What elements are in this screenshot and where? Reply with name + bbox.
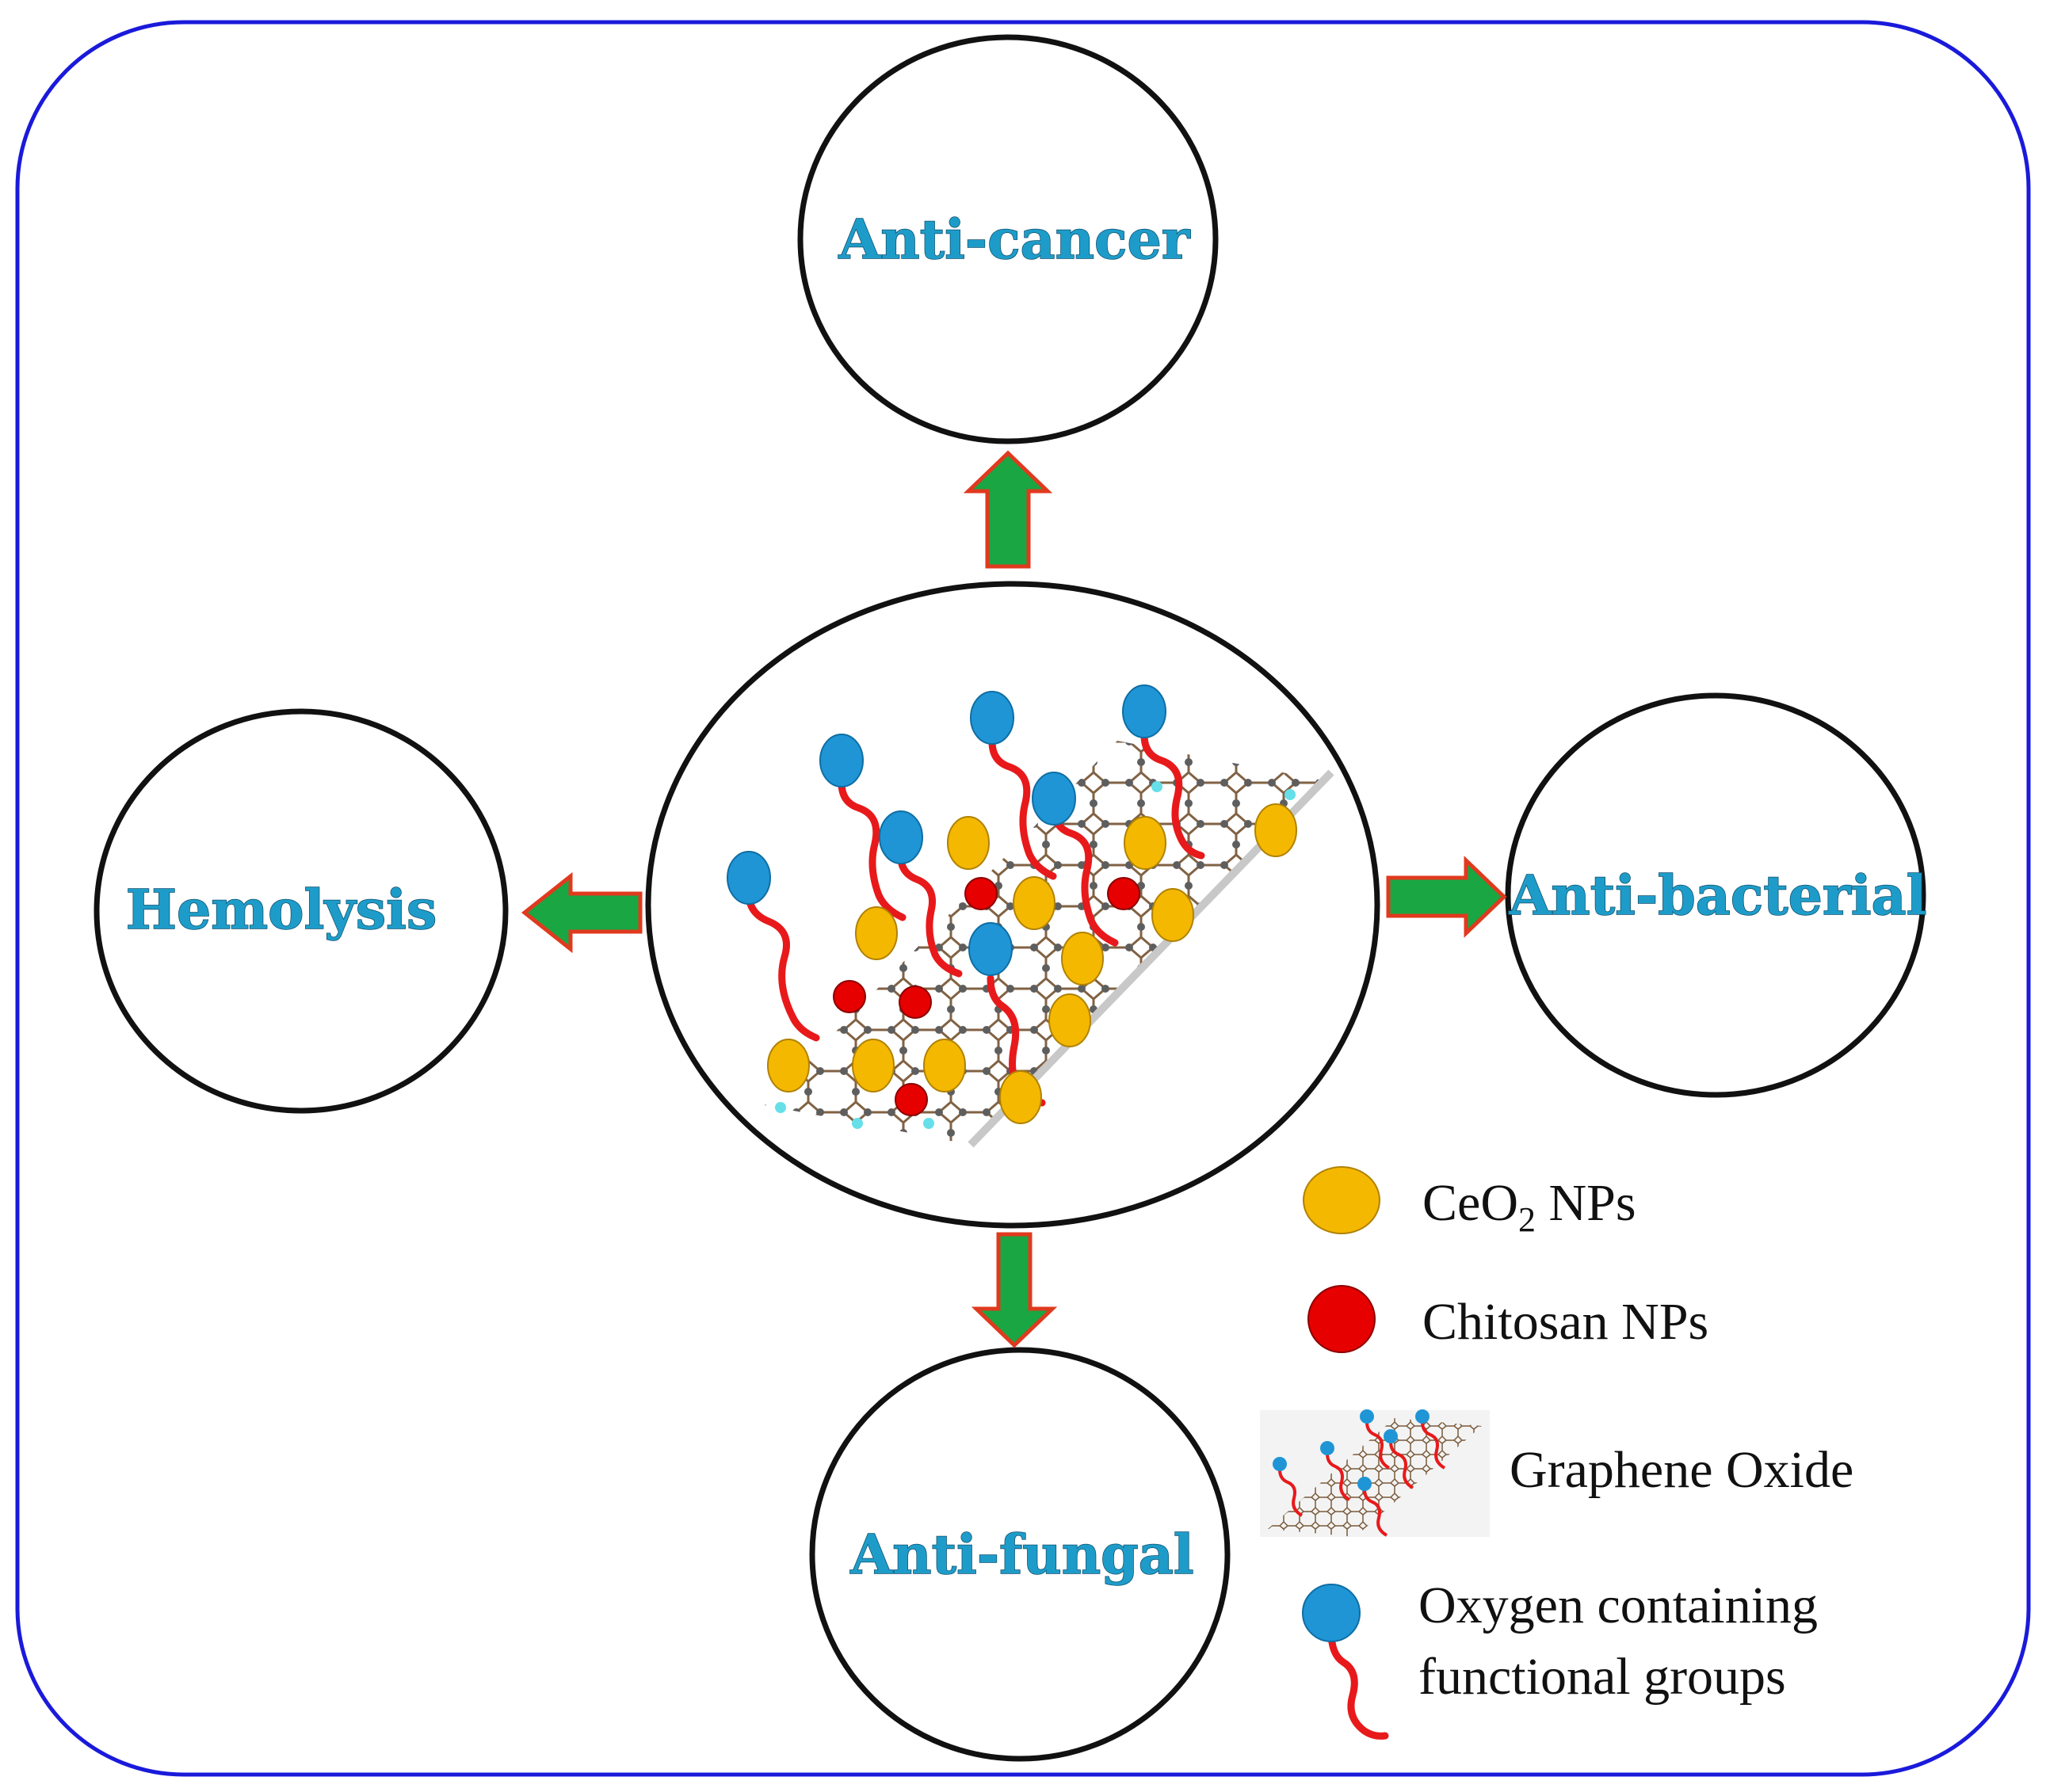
composite-center xyxy=(645,581,1380,1229)
oxygen-group-icon xyxy=(1302,1584,1389,1740)
ceo2-icon xyxy=(1303,1166,1380,1234)
legend-chitosan-label: Chitosan NPs xyxy=(1422,1293,1708,1351)
legend-chitosan: Chitosan NPs xyxy=(1307,1285,1708,1353)
arrow-left xyxy=(521,871,643,954)
legend-graphene: Graphene Oxide xyxy=(1260,1409,1853,1537)
oxygen-beads xyxy=(727,684,1166,976)
outcome-anti-fungal-label: Anti-fungal xyxy=(849,1523,1193,1587)
legend-ceo2-sub: 2 xyxy=(1518,1200,1536,1239)
legend: CeO2 NPs Chitosan NPs xyxy=(1260,1166,1853,1740)
outcome-anti-fungal: Anti-fungal xyxy=(809,1347,1231,1762)
ceo2-particles xyxy=(767,803,1297,1124)
outcome-anti-bacterial-label: Anti-bacterial xyxy=(1509,864,1927,928)
hydrogen-atoms xyxy=(775,781,1296,1129)
outcome-anti-bacterial: Anti-bacterial xyxy=(1505,692,1927,1098)
legend-oxygen-label-line1: Oxygen containing xyxy=(1418,1577,1818,1634)
graphene-icon xyxy=(1260,1409,1490,1537)
arrow-down xyxy=(971,1232,1058,1348)
chitosan-icon xyxy=(1307,1285,1376,1353)
legend-ceo2-label: CeO xyxy=(1422,1174,1518,1232)
svg-text:CeO2 NPs: CeO2 NPs xyxy=(1422,1174,1636,1239)
legend-graphene-label: Graphene Oxide xyxy=(1510,1441,1853,1499)
chitosan-particles xyxy=(833,877,1140,1116)
outcome-hemolysis-label: Hemolysis xyxy=(126,879,437,942)
legend-ceo2: CeO2 NPs xyxy=(1303,1166,1636,1239)
legend-oxygen-label-line2: functional groups xyxy=(1418,1648,1786,1706)
outcome-anti-cancer: Anti-cancer xyxy=(797,34,1219,444)
legend-ceo2-rest: NPs xyxy=(1536,1174,1636,1232)
outcome-anti-cancer-label: Anti-cancer xyxy=(838,208,1190,272)
arrow-right xyxy=(1386,856,1507,938)
outcome-hemolysis: Hemolysis xyxy=(94,708,509,1114)
legend-oxygen: Oxygen containing functional groups xyxy=(1302,1577,1818,1740)
arrow-up xyxy=(963,450,1053,569)
